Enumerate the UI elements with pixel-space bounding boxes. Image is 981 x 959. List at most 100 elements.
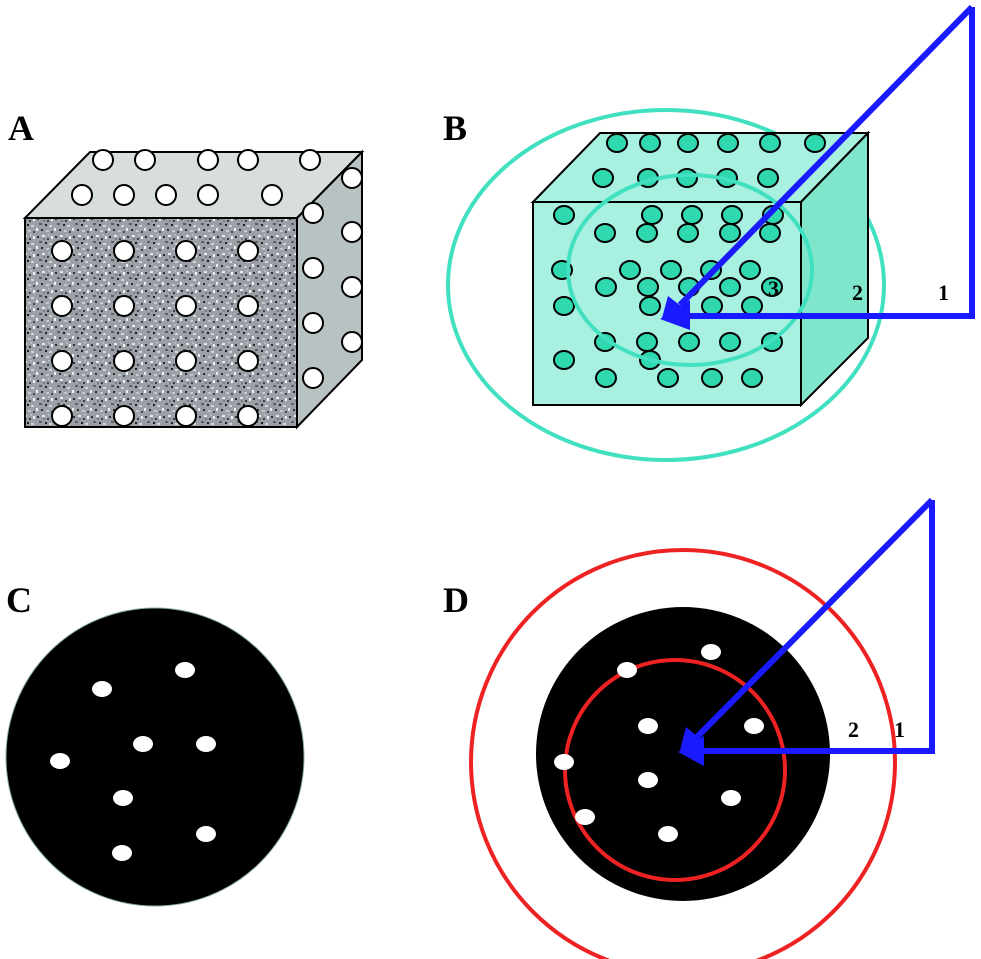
- pore-hole: [302, 367, 324, 389]
- pore-hole: [113, 184, 135, 206]
- white-spot: [175, 662, 195, 678]
- teal-pore-dot: [636, 332, 658, 352]
- pore-openings: [51, 149, 363, 427]
- region-label-2: 2: [852, 280, 863, 305]
- teal-pore-dot: [553, 296, 575, 316]
- teal-pore-dot: [636, 223, 658, 243]
- panel-b-letter: B: [443, 108, 467, 148]
- pore-hole: [237, 149, 259, 171]
- white-spot: [638, 718, 658, 734]
- teal-pore-dot: [804, 133, 826, 153]
- triangle-d-diagonal-edge: [694, 497, 935, 740]
- teal-pore-dot: [721, 205, 743, 225]
- teal-pore-dot: [676, 168, 698, 188]
- teal-pore-dot: [606, 133, 628, 153]
- pore-hole: [51, 240, 73, 262]
- white-spots: [50, 662, 216, 861]
- teal-pore-dot: [553, 205, 575, 225]
- pore-hole: [51, 350, 73, 372]
- white-spot: [196, 736, 216, 752]
- pore-hole: [155, 184, 177, 206]
- teal-pore-dot: [595, 368, 617, 388]
- teal-pore-dot: [719, 223, 741, 243]
- arrow-head-diagonal: [662, 296, 686, 318]
- white-spot: [196, 826, 216, 842]
- pore-hole: [175, 295, 197, 317]
- white-spot: [554, 754, 574, 770]
- teal-pore-dot: [741, 296, 763, 316]
- teal-pore-dot: [657, 368, 679, 388]
- pore-hole: [237, 295, 259, 317]
- teal-pore-dot: [619, 260, 641, 280]
- white-spot: [92, 681, 112, 697]
- pore-hole: [113, 295, 135, 317]
- pore-hole: [237, 240, 259, 262]
- teal-pore-dot: [637, 277, 659, 297]
- panel-d: D 2 1: [443, 497, 935, 959]
- pore-hole: [175, 240, 197, 262]
- white-spot: [617, 662, 637, 678]
- porous-block: [22, 149, 365, 430]
- pore-hole: [113, 350, 135, 372]
- inner-red-ring: [563, 658, 787, 882]
- arrow-d-head-diagonal: [680, 727, 704, 750]
- blue-triangle-arrow: [660, 4, 975, 330]
- teal-pore-dot: [678, 332, 700, 352]
- pore-hole: [175, 405, 197, 427]
- region-d-label-1: 1: [894, 717, 905, 742]
- teal-pore-dot: [761, 277, 783, 297]
- teal-pore-dot: [739, 260, 761, 280]
- inner-concentric-ring: [566, 173, 814, 367]
- pore-hole: [341, 221, 363, 243]
- outer-red-ring: [469, 548, 897, 959]
- teal-pore-dot: [759, 223, 781, 243]
- teal-pore-dot: [719, 277, 741, 297]
- blue-triangle-arrow-d: [678, 497, 935, 766]
- pore-hole: [113, 240, 135, 262]
- teal-pore-dot: [592, 168, 614, 188]
- white-spot: [113, 790, 133, 806]
- panel-c: C: [5, 580, 305, 907]
- teal-pore-dot: [639, 296, 661, 316]
- teal-pore-dot: [717, 133, 739, 153]
- pore-hole: [51, 295, 73, 317]
- panel-a: A: [8, 108, 365, 430]
- outer-concentric-ring: [446, 108, 886, 462]
- pore-hole: [175, 350, 197, 372]
- pore-hole: [237, 350, 259, 372]
- teal-pore-dot: [719, 332, 741, 352]
- white-spot: [575, 809, 595, 825]
- pore-hole: [299, 149, 321, 171]
- teal-pore-dot: [660, 260, 682, 280]
- pore-hole: [197, 184, 219, 206]
- pore-hole: [341, 331, 363, 353]
- pore-hole: [113, 405, 135, 427]
- white-spot: [744, 718, 764, 734]
- teal-pore-dot: [677, 223, 699, 243]
- pore-hole: [51, 405, 73, 427]
- black-disc: [5, 607, 305, 907]
- white-spots-d: [554, 644, 764, 842]
- region-d-label-2: 2: [848, 717, 859, 742]
- teal-pore-dot: [681, 205, 703, 225]
- white-spot: [658, 826, 678, 842]
- region-label-3: 3: [768, 276, 779, 301]
- pore-hole: [71, 184, 93, 206]
- white-spot: [112, 845, 132, 861]
- teal-pore-dot: [641, 205, 663, 225]
- teal-pore-dot: [595, 277, 617, 297]
- pore-hole: [237, 405, 259, 427]
- teal-pore-dot: [677, 133, 699, 153]
- teal-pore-dot: [553, 350, 575, 370]
- pore-hole: [341, 167, 363, 189]
- teal-pore-dot: [759, 133, 781, 153]
- teal-pore-dot: [741, 368, 763, 388]
- teal-pore-dot: [594, 223, 616, 243]
- panel-d-letter: D: [443, 580, 469, 620]
- teal-pore-dot: [701, 368, 723, 388]
- white-spot: [50, 753, 70, 769]
- pore-hole: [197, 149, 219, 171]
- white-spot: [133, 736, 153, 752]
- region-label-1: 1: [938, 280, 949, 305]
